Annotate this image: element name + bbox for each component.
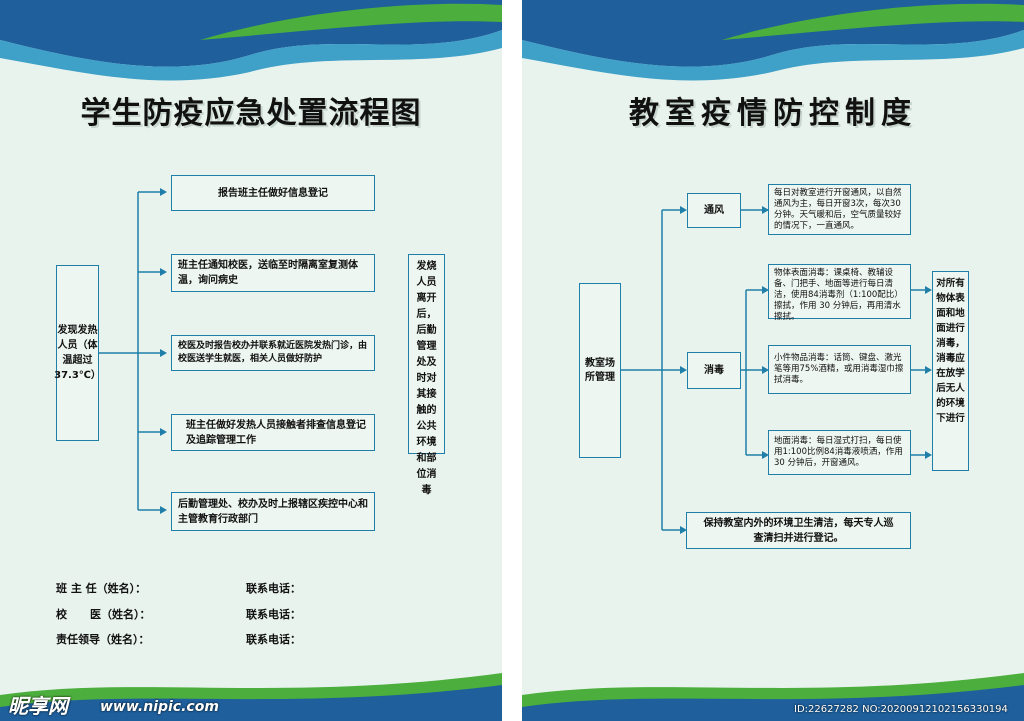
step-2-box: 班主任通知校医，送临至时隔离室复测体温，询问病史 (171, 254, 375, 292)
watermark-url: www.nipic.com (100, 699, 219, 715)
bottom-wave-decoration (522, 673, 1024, 721)
left-poster: 学生防疫应急处置流程图 发现发热人员（体温超过37.3℃） 报告班主任做好信息登… (0, 0, 502, 721)
small-items-disinfection-box: 小件物品消毒：话筒、键盘、激光笔等用75%酒精，或用消毒湿巾擦拭消毒。 (768, 345, 911, 394)
top-wave-decoration (0, 0, 502, 81)
ventilation-detail-box: 每日对教室进行开窗通风，以自然通风为主，每日开窗3次，每次30分钟。天气暖和后，… (768, 184, 911, 235)
start-box-fever-detected: 发现发热人员（体温超过37.3℃） (54, 265, 101, 441)
bottom-wave-decoration (0, 673, 502, 721)
surface-disinfection-box: 物体表面消毒：课桌椅、教辅设备、门把手、地面等进行每日清洁，使用84消毒剂（1:… (768, 264, 911, 322)
step-3-box: 校医及时报告校办并联系就近医院发热门诊，由校医送学生就医，相关人员做好防护 (171, 335, 375, 371)
contact-role-leader: 责任领导（姓名）： (56, 633, 150, 646)
disinfection-side-box: 对所有物体表面和地面进行消毒，消毒应在放学后无人的环境下进行 (932, 271, 969, 471)
contact-role-doctor: 校 医（姓名）： (56, 608, 151, 621)
step-1-box: 报告班主任做好信息登记 (171, 175, 375, 211)
contact-role-homeroom: 班 主 任（姓名）： (56, 582, 147, 595)
page-title: 学生防疫应急处置流程图 (80, 96, 422, 131)
contact-phone-leader: 联系电话： (246, 633, 301, 646)
disinfection-box: 消毒 (687, 352, 741, 389)
contact-phone-doctor: 联系电话： (246, 608, 301, 621)
page-title: 教室疫情防控制度 (629, 96, 917, 131)
watermark-id: ID:22627282 NO:20200912102156330194 (794, 704, 1008, 715)
step-4-box: 班主任做好发热人员接触者排查信息登记及追踪管理工作 (171, 414, 375, 451)
floor-disinfection-box: 地面消毒：每日湿式打扫，每日使用1:100比例84消毒液喷洒，作用 30 分钟后… (768, 430, 911, 475)
cleaning-box: 保持教室内外的环境卫生清洁，每天专人巡查清扫并进行登记。 (686, 512, 911, 549)
contact-phone-homeroom: 联系电话： (246, 582, 301, 595)
side-box-disinfection: 发烧人员离开后，后勤管理处及时对其接触的公共环境和部位消毒 (408, 254, 445, 496)
top-wave-decoration (522, 0, 1024, 81)
watermark-logo: 昵享网 (8, 694, 68, 718)
ventilation-box: 通风 (687, 193, 741, 228)
root-box-classroom-management: 教室场所管理 (579, 283, 621, 458)
step-5-box: 后勤管理处、校办及时上报辖区疾控中心和主管教育行政部门 (171, 492, 375, 531)
right-poster: 教室疫情防控制度 (522, 0, 1024, 721)
